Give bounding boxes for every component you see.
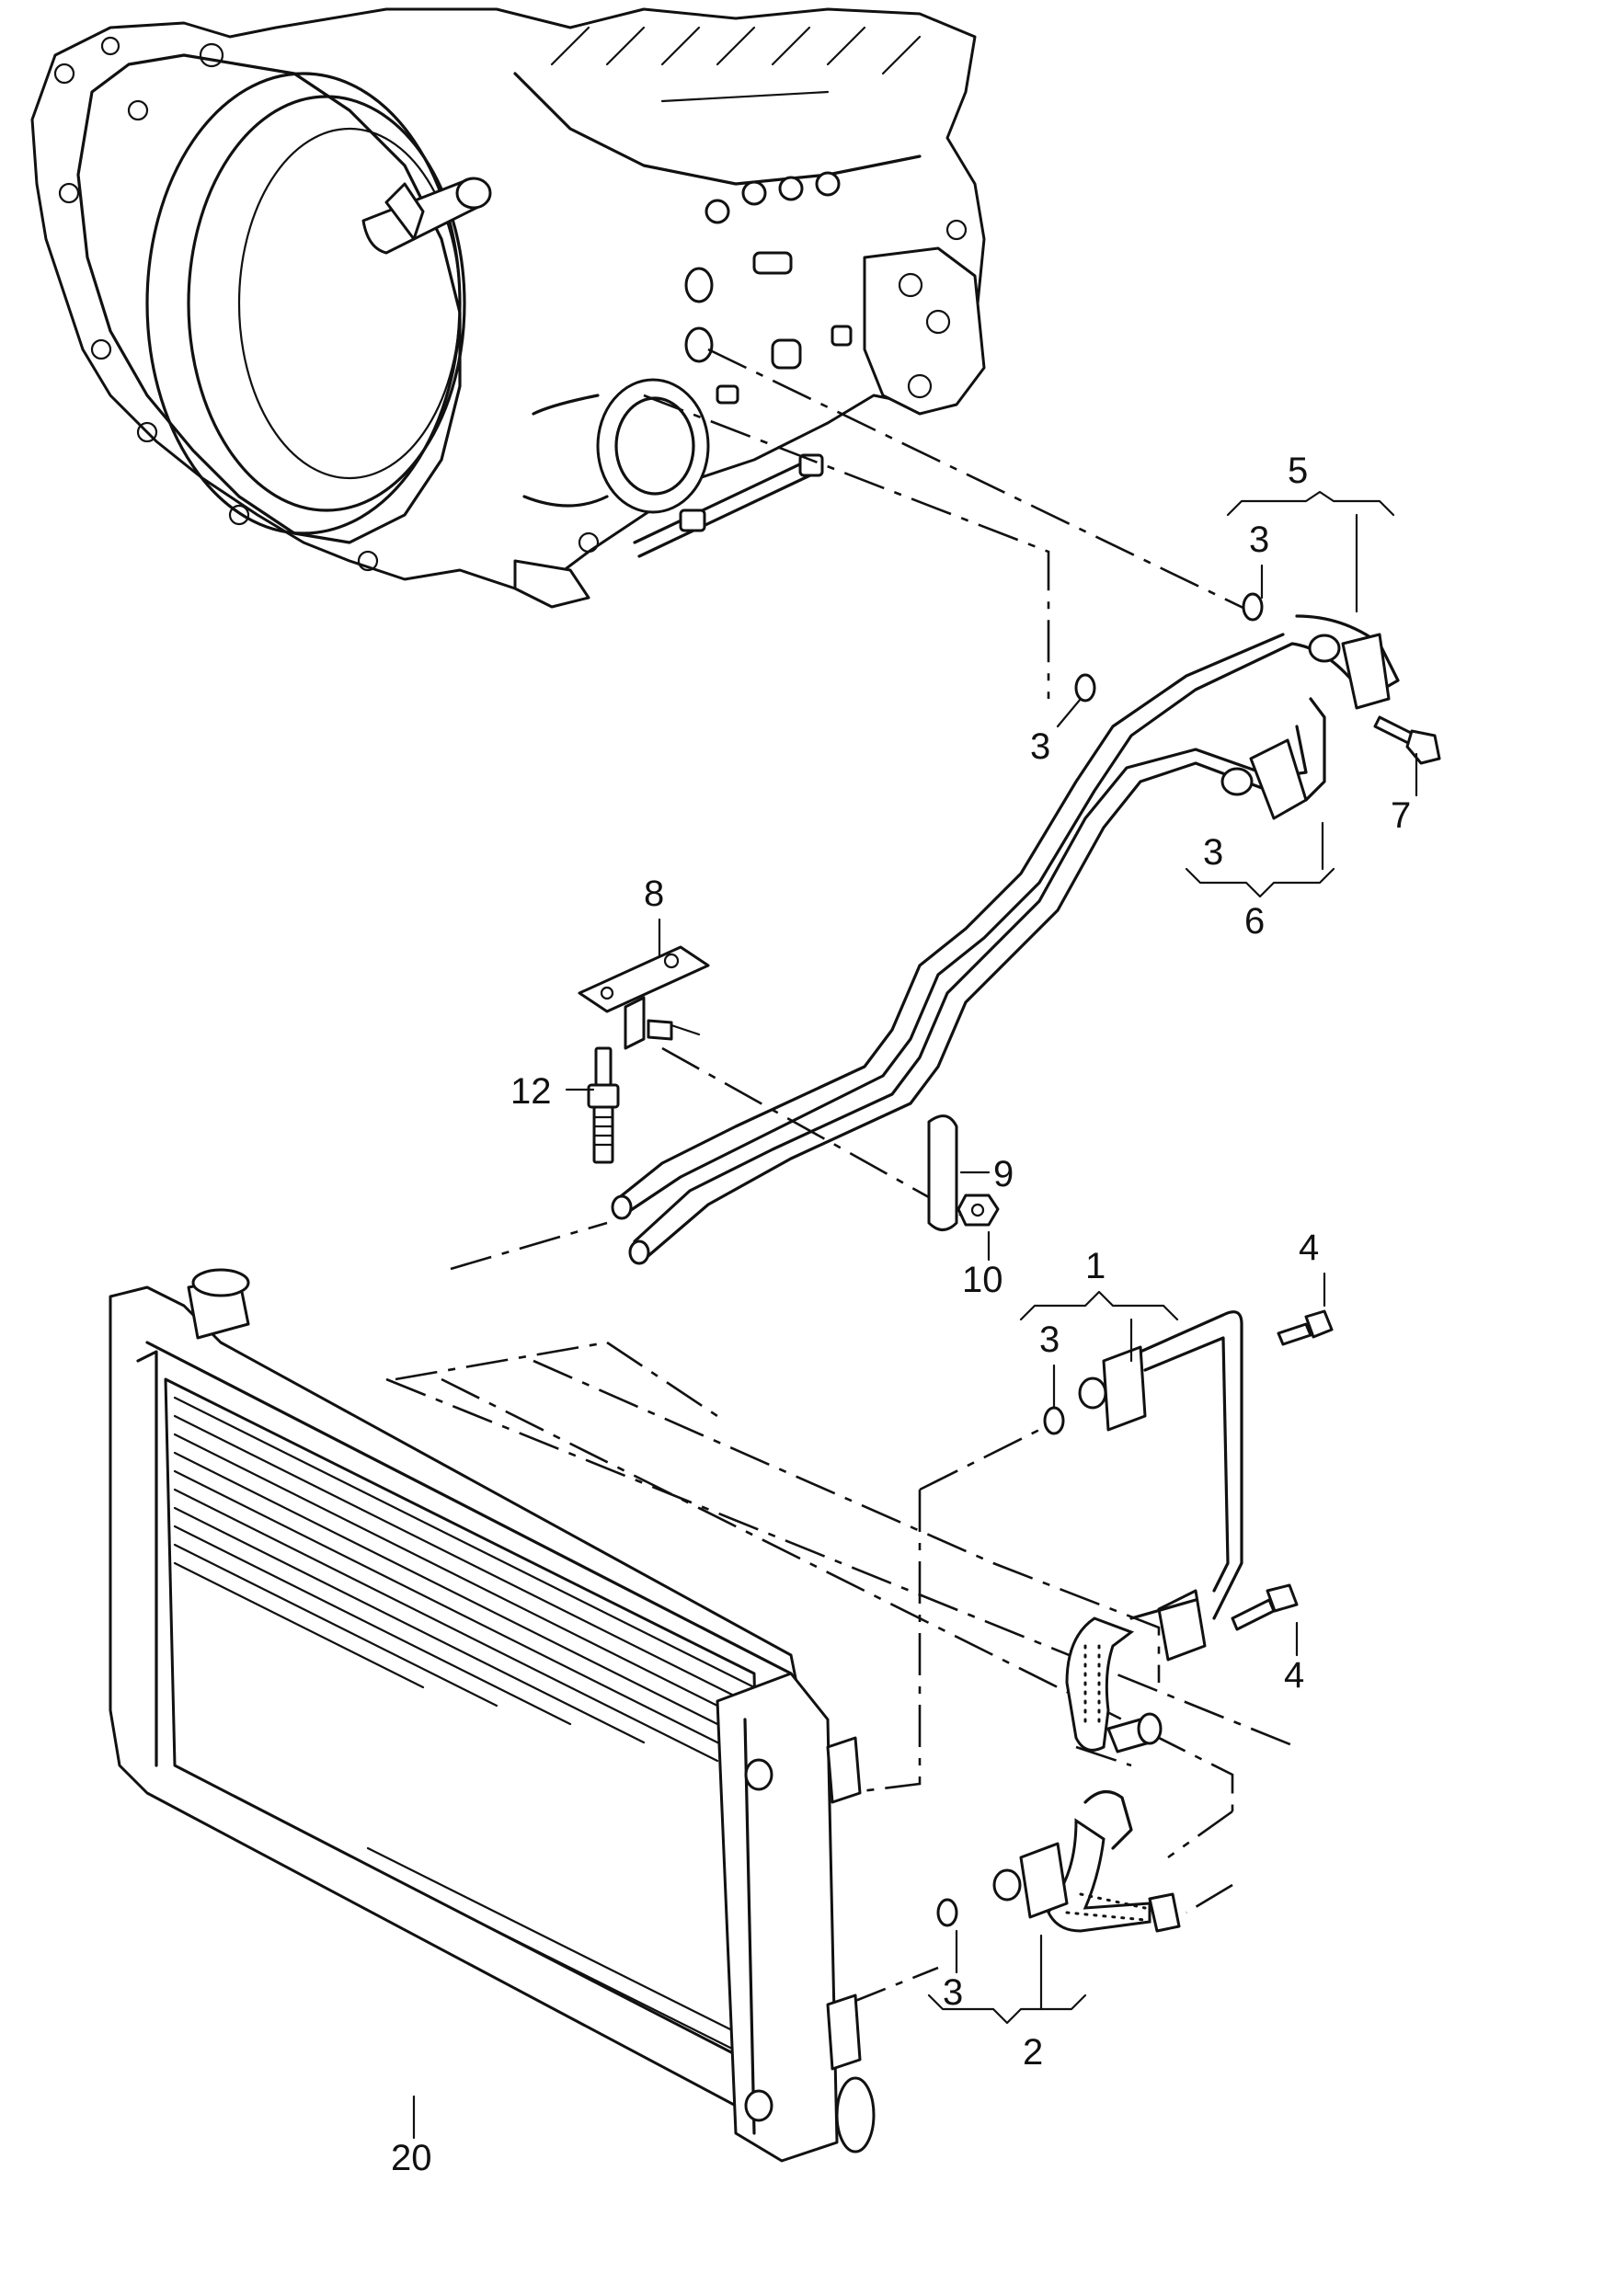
bolt-7 (1373, 715, 1441, 765)
callout-leaders (412, 490, 1418, 2140)
callout-3-upper-left: 3 (1030, 726, 1050, 767)
callout-labels: 5 3 3 7 3 6 8 12 9 10 1 4 3 4 3 2 20 (391, 451, 1411, 2178)
callout-4-lower: 4 (1284, 1655, 1304, 1696)
callout-6: 6 (1244, 901, 1265, 942)
callout-9: 9 (993, 1154, 1014, 1194)
callout-5: 5 (1288, 451, 1308, 491)
callout-3-upper-right: 3 (1249, 520, 1269, 560)
callout-7: 7 (1391, 795, 1411, 836)
bracket-8 (578, 945, 710, 1050)
callout-1: 1 (1085, 1246, 1106, 1286)
alignment-lines (385, 348, 1298, 2006)
cooler-line-2 (936, 1790, 1181, 1933)
bolt-4-upper (1277, 1309, 1334, 1346)
nut-10 (957, 1194, 1000, 1227)
radiator (109, 1268, 876, 2163)
callout-10: 10 (962, 1260, 1003, 1300)
callout-12: 12 (510, 1071, 552, 1112)
callout-8: 8 (644, 874, 664, 914)
cooler-pipes (611, 592, 1400, 1265)
callout-3-group-1: 3 (1039, 1319, 1060, 1360)
callout-2: 2 (1023, 2032, 1043, 2073)
bolt-4-lower (1231, 1583, 1299, 1631)
callout-3-group-2: 3 (943, 1972, 963, 2013)
clip-9 (927, 1114, 958, 1231)
callout-20: 20 (391, 2138, 432, 2178)
callout-3-group-6: 3 (1203, 832, 1223, 873)
stud-12 (587, 1046, 620, 1164)
cooler-line-1 (1043, 1310, 1243, 1753)
callout-4-upper: 4 (1299, 1228, 1319, 1268)
transmission-housing (30, 7, 986, 609)
